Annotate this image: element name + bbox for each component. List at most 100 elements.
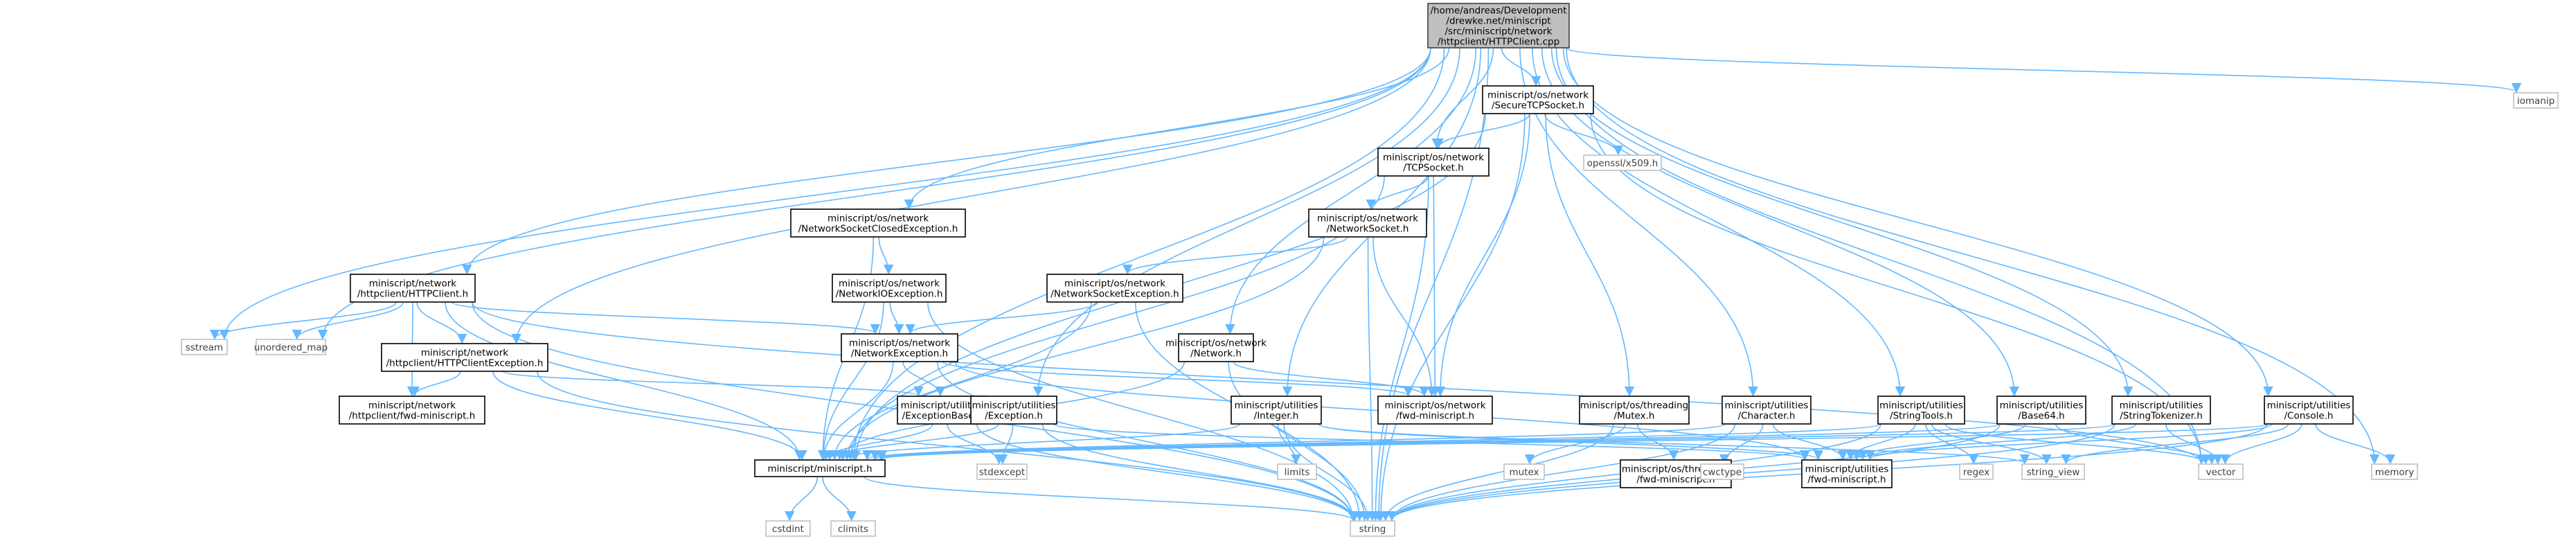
node-httpfwd[interactable]: miniscript/network/httpclient/fwd-minisc… (339, 396, 485, 425)
node-label: /drewke.net/miniscript (1446, 16, 1550, 27)
node-netfwd[interactable]: miniscript/os/network/fwd-miniscript.h (1377, 396, 1493, 425)
node-label: miniscript/network (368, 400, 456, 411)
node-cwctype[interactable]: cwctype (1700, 463, 1744, 480)
node-label: miniscript/network (421, 348, 508, 359)
edge-ioexc-to-miniscript (818, 301, 884, 461)
node-label: /Mutex.h (1614, 411, 1655, 422)
node-exc[interactable]: miniscript/utilities/Exception.h (970, 396, 1057, 425)
node-vector[interactable]: vector (2198, 463, 2244, 480)
node-socket[interactable]: miniscript/os/network/NetworkSocket.h (1308, 209, 1427, 238)
node-label: miniscript/utilities (1235, 400, 1318, 411)
node-regex[interactable]: regex (1959, 463, 1994, 480)
node-label: /StringTokenizer.h (2120, 411, 2203, 422)
edge-root-to-tokenizer (1550, 47, 2134, 397)
edge-root-to-closed (904, 47, 1450, 210)
node-cstdint[interactable]: cstdint (765, 520, 811, 537)
node-integer[interactable]: miniscript/utilities/Integer.h (1231, 396, 1322, 425)
node-base64[interactable]: miniscript/utilities/Base64.h (1996, 396, 2086, 425)
node-label: miniscript/utilities (2000, 400, 2084, 411)
node-character[interactable]: miniscript/utilities/Character.h (1721, 396, 1812, 425)
node-label: cwctype (1703, 467, 1742, 478)
edge-root-to-miniscript (848, 47, 1445, 461)
node-limits[interactable]: limits (1277, 463, 1317, 480)
node-box (181, 339, 228, 355)
node-mutex_h[interactable]: miniscript/os/threading/Mutex.h (1579, 396, 1690, 425)
edge-stringtools-to-vector (1944, 423, 2211, 465)
node-netexc[interactable]: miniscript/os/network/NetworkException.h (841, 333, 958, 362)
node-label: /httpclient/HTTPClient.h (357, 289, 468, 300)
edge-miniscript-to-climits (822, 476, 857, 522)
node-label: /home/andreas/Development (1430, 6, 1566, 17)
edge-root-to-httpexc (511, 47, 1431, 344)
node-label: /Exception.h (985, 411, 1043, 422)
edge-network_h-to-netfwd (1233, 361, 1429, 397)
edge-root-to-string (1373, 47, 1490, 522)
node-box (1482, 85, 1594, 114)
node-label: limits (1285, 467, 1310, 478)
node-iomanip[interactable]: iomanip (2513, 92, 2559, 109)
node-closed[interactable]: miniscript/os/network/NetworkSocketClose… (790, 209, 966, 238)
node-box (790, 209, 966, 238)
node-box (2513, 92, 2559, 109)
node-box (1583, 154, 1662, 171)
node-httpexc[interactable]: miniscript/network/httpclient/HTTPClient… (381, 343, 548, 372)
node-label: miniscript/network (369, 278, 456, 290)
node-box (976, 463, 1028, 480)
node-box (1503, 463, 1545, 480)
node-label: iomanip (2517, 96, 2555, 107)
node-box (754, 459, 886, 477)
node-string_view[interactable]: string_view (2021, 463, 2085, 480)
edge-ioexc-to-netexc (889, 301, 904, 335)
node-box (1277, 463, 1317, 480)
node-stdexcept[interactable]: stdexcept (976, 463, 1028, 480)
edge-httpexc-to-string (537, 371, 1359, 522)
node-box (765, 520, 811, 537)
node-box (2198, 463, 2244, 480)
node-label: /NetworkException.h (851, 348, 948, 360)
node-box (256, 339, 326, 355)
node-box (1700, 463, 1744, 480)
node-mutex[interactable]: mutex (1503, 463, 1545, 480)
node-httpclient_h[interactable]: miniscript/network/httpclient/HTTPClient… (350, 274, 476, 303)
edge-integer-to-string (1283, 423, 1373, 522)
edge-console-to-memory (2315, 423, 2395, 465)
edge-socket-to-miniscript (842, 236, 1325, 461)
node-label: miniscript/os/network (1165, 338, 1267, 349)
node-label: /Character.h (1738, 411, 1796, 422)
node-label: miniscript/utilities (972, 400, 1056, 411)
node-root: /home/andreas/Development/drewke.net/min… (1427, 3, 1570, 48)
node-sstream[interactable]: sstream (181, 339, 228, 355)
node-string[interactable]: string (1350, 520, 1395, 537)
edge-netexc-to-miniscript (819, 361, 894, 461)
node-miniscript[interactable]: miniscript/miniscript.h (754, 459, 886, 477)
edge-miniscript-to-cstdint (785, 476, 819, 522)
node-box (2371, 463, 2418, 480)
node-climits[interactable]: climits (830, 520, 876, 537)
edge-root-to-secure (1501, 47, 1541, 87)
node-utilfwd[interactable]: miniscript/utilities/fwd-miniscript.h (1801, 459, 1893, 488)
node-label: climits (838, 524, 868, 535)
dependency-edges (209, 47, 2521, 522)
edge-httpexc-to-httpfwd (409, 371, 461, 397)
node-secure[interactable]: miniscript/os/network/SecureTCPSocket.h (1482, 85, 1594, 114)
node-tokenizer[interactable]: miniscript/utilities/StringTokenizer.h (2111, 396, 2211, 425)
node-network_h[interactable]: miniscript/os/network/Network.h (1165, 333, 1267, 362)
edge-character-to-utilfwd (1772, 423, 1848, 461)
node-console[interactable]: miniscript/utilities/Console.h (2264, 396, 2354, 425)
node-box (830, 520, 876, 537)
node-label: miniscript/utilities (2267, 400, 2351, 411)
node-umap[interactable]: unordered_map (254, 339, 328, 355)
node-tcp[interactable]: miniscript/os/network/TCPSocket.h (1377, 148, 1490, 177)
node-memory[interactable]: memory (2371, 463, 2418, 480)
node-stringtools[interactable]: miniscript/utilities/StringTools.h (1877, 396, 1965, 425)
node-openssl[interactable]: openssl/x509.h (1583, 154, 1662, 171)
node-ioexc[interactable]: miniscript/os/network/NetworkIOException… (832, 274, 947, 303)
node-sockexc[interactable]: miniscript/os/network/NetworkSocketExcep… (1046, 274, 1183, 303)
edge-network_h-to-string (1228, 361, 1370, 522)
edge-root-to-iomanip (1566, 47, 2521, 94)
node-box (1350, 520, 1395, 537)
edge-netexc-to-string (936, 361, 1359, 522)
node-label: miniscript/os/network (1383, 152, 1484, 163)
edge-sockexc-to-netexc (905, 301, 1098, 335)
